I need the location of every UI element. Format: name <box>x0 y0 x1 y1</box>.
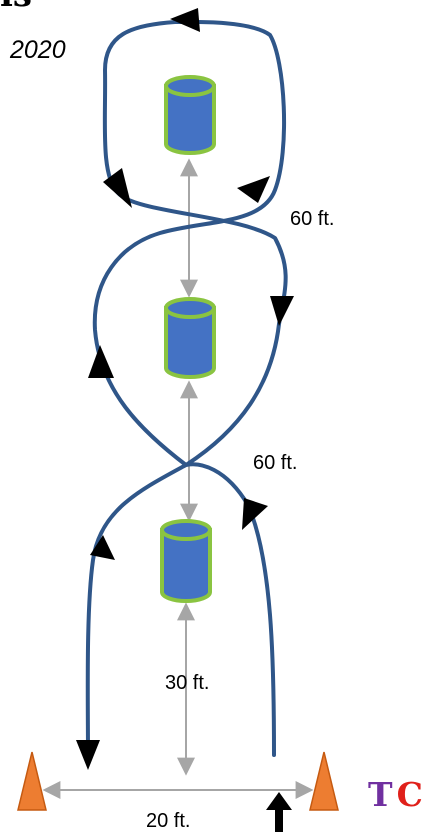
direction-arrow-icon <box>237 176 270 203</box>
logo-letter-t: T <box>368 775 397 814</box>
barrel-icon <box>164 75 216 155</box>
distance-label-60ft-upper: 60 ft. <box>290 208 335 230</box>
direction-arrow-icon <box>266 792 292 832</box>
barrel-icon <box>164 297 216 379</box>
cone-icon <box>17 751 47 811</box>
rider-path <box>85 19 288 759</box>
cone-icon <box>309 751 339 811</box>
year-label: 2020 <box>10 36 66 64</box>
direction-arrow-icon <box>270 296 294 326</box>
distance-label-60ft-lower: 60 ft. <box>253 452 298 474</box>
direction-arrow-icon <box>90 535 115 560</box>
heading-fragment: ls <box>0 0 32 12</box>
measurement-lines <box>42 158 314 799</box>
direction-arrow-icon <box>242 498 268 530</box>
direction-arrow-icon <box>170 8 200 32</box>
distance-label-20ft: 20 ft. <box>146 810 191 832</box>
direction-arrow-icon <box>76 740 100 770</box>
distance-label-30ft: 30 ft. <box>165 672 210 694</box>
direction-arrow-icon <box>103 168 132 208</box>
direction-arrow-icon <box>88 345 114 378</box>
direction-arrows <box>76 8 294 832</box>
barrel-icon <box>160 519 212 603</box>
logo-letter-c: C <box>396 775 427 814</box>
logo: TC <box>368 778 427 811</box>
